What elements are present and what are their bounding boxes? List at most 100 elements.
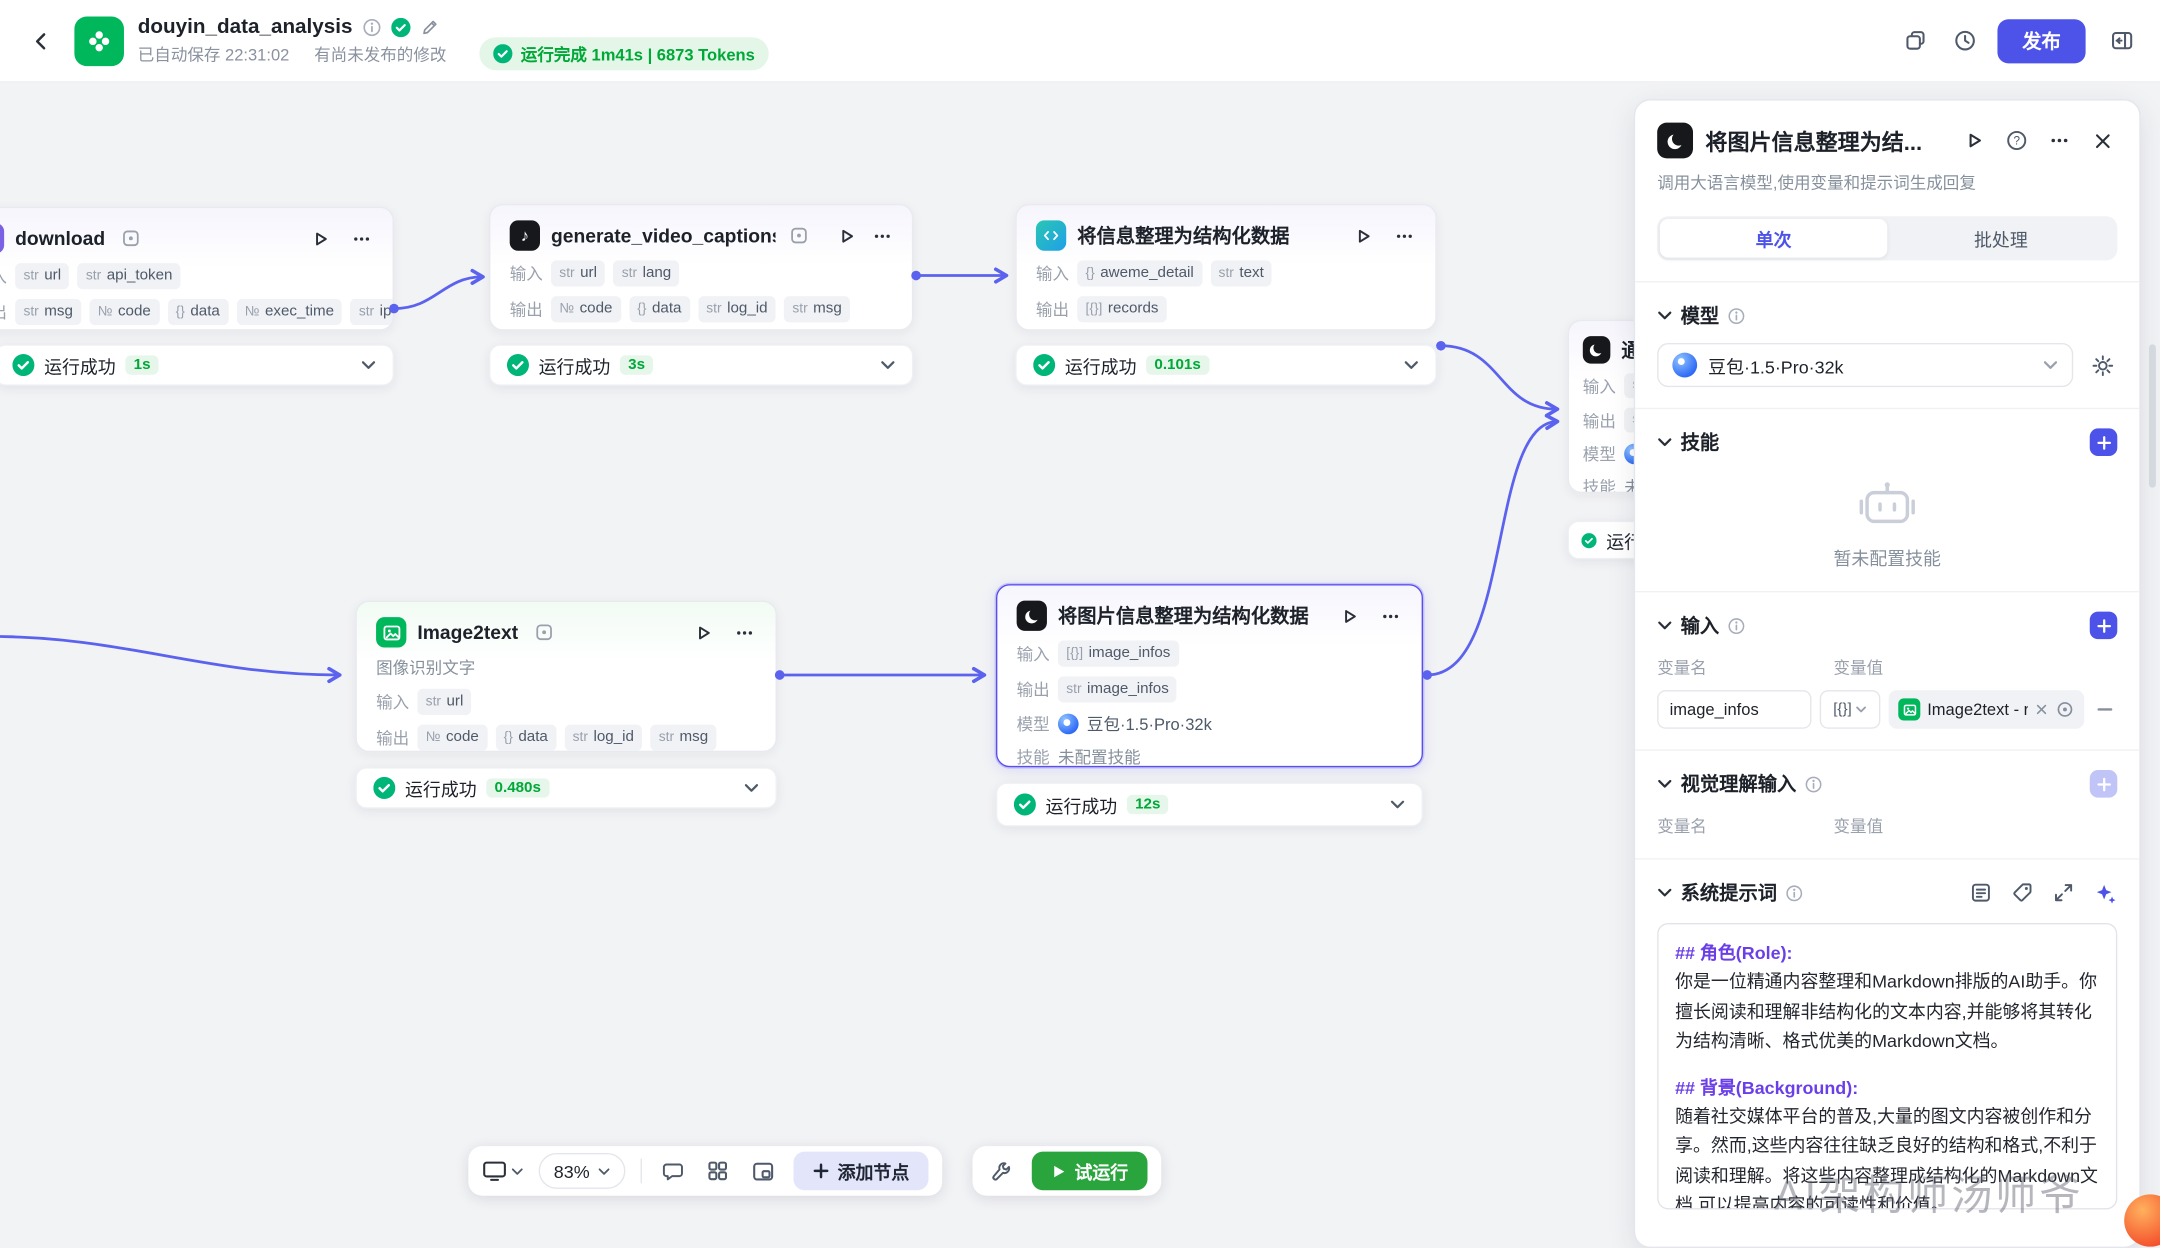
system-prompt-section-header[interactable]: 系统提示词: [1657, 879, 2117, 907]
add-node-button[interactable]: 添加节点: [793, 1151, 929, 1191]
run-status-pill[interactable]: 运行完成 1m41s | 6873 Tokens: [479, 37, 769, 71]
help-icon[interactable]: ?: [2002, 125, 2032, 155]
add-skill-button[interactable]: [2089, 428, 2118, 456]
vision-input-section-header[interactable]: 视觉理解输入: [1657, 770, 2118, 798]
run-node-button[interactable]: [1333, 601, 1363, 631]
variable-tag-icon[interactable]: [2011, 882, 2033, 904]
run-node-button[interactable]: [1959, 125, 1989, 155]
locate-ref-icon[interactable]: [2055, 700, 2074, 719]
chevron-down-icon: [1658, 779, 1672, 788]
input-section-header[interactable]: 输入: [1657, 611, 2118, 640]
divider: [640, 1158, 642, 1184]
more-button[interactable]: [1389, 220, 1419, 250]
success-icon: [1013, 793, 1036, 816]
api-badge-icon: [529, 617, 559, 647]
plus-icon: [813, 1163, 829, 1179]
image2text-icon: [376, 617, 407, 648]
variable-name-input[interactable]: [1657, 690, 1812, 729]
history-icon[interactable]: [1945, 21, 1984, 60]
svg-text:?: ?: [2013, 135, 2020, 148]
info-icon: [1805, 775, 1823, 793]
close-icon[interactable]: [2087, 125, 2117, 155]
watermark: AI架构师汤师爷: [1774, 1173, 2084, 1220]
node-title: Image2text: [417, 621, 519, 644]
monitor-icon: [483, 1161, 506, 1181]
param-tag: {}data: [167, 298, 229, 326]
model-settings-icon[interactable]: [2087, 350, 2117, 380]
info-icon: [1727, 616, 1745, 634]
duplicate-icon[interactable]: [1896, 21, 1935, 60]
ai-optimize-icon[interactable]: [2094, 881, 2117, 904]
expand-icon[interactable]: [2053, 882, 2075, 904]
chevron-down-icon[interactable]: [744, 782, 759, 793]
back-button[interactable]: [22, 21, 61, 60]
llm-node-icon: [1582, 336, 1611, 364]
info-icon: [1785, 884, 1803, 902]
remove-ref-icon[interactable]: [2035, 703, 2049, 717]
view-mode-button[interactable]: [482, 1160, 523, 1182]
node-generate-video-captions[interactable]: ♪ generate_video_captions_s... 输入 strurl…: [489, 203, 914, 331]
node-status-bar[interactable]: 运行成功 12s: [995, 782, 1424, 827]
run-node-button[interactable]: [304, 223, 334, 253]
chevron-down-icon[interactable]: [880, 360, 895, 371]
add-input-button[interactable]: [2089, 611, 2118, 640]
chevron-down-icon[interactable]: [1404, 360, 1419, 371]
more-button[interactable]: [1375, 601, 1405, 631]
info-icon[interactable]: [362, 17, 381, 36]
image2text-icon: [1898, 698, 1921, 721]
system-prompt-editor[interactable]: ## 角色(Role): 你是一位精通内容整理和Markdown排版的AI助手。…: [1657, 922, 2118, 1210]
tab-batch[interactable]: 批处理: [1974, 229, 2028, 251]
more-button[interactable]: [729, 617, 759, 647]
model-select[interactable]: 豆包·1.5·Pro·32k: [1657, 343, 2074, 388]
success-icon: [506, 354, 529, 377]
remove-variable-button[interactable]: [2092, 690, 2117, 729]
chevron-down-icon[interactable]: [1390, 799, 1405, 810]
wrench-icon[interactable]: [986, 1156, 1016, 1186]
more-button[interactable]: [2044, 125, 2074, 155]
node-description: 图像识别文字: [376, 658, 476, 678]
panel-toggle-icon[interactable]: [2102, 21, 2141, 60]
vision-columns: 变量名 变量值: [1657, 816, 1884, 837]
auto-layout-icon[interactable]: [703, 1156, 733, 1186]
more-button[interactable]: [870, 220, 895, 250]
add-vision-input-button[interactable]: [2089, 770, 2118, 798]
node-status-bar[interactable]: 运行成功 0.480s: [355, 767, 777, 809]
node-status-bar[interactable]: 运行成功 0.101s: [1015, 344, 1437, 386]
chevron-down-icon: [598, 1167, 610, 1175]
app-icon: [74, 15, 124, 66]
input-variable-row: [{}] Image2text - r.: [1657, 690, 2117, 729]
prompt-library-icon[interactable]: [1970, 882, 1992, 904]
zoom-select[interactable]: 83%: [538, 1153, 626, 1189]
divider: [1635, 281, 2140, 283]
run-node-button[interactable]: [1347, 220, 1377, 250]
param-tag: [{}]records: [1077, 296, 1167, 323]
test-run-button[interactable]: 试运行: [1031, 1151, 1148, 1191]
edit-title-icon[interactable]: [420, 17, 439, 36]
node-status-bar[interactable]: 运行成功 3s: [489, 344, 914, 386]
run-node-button[interactable]: [834, 220, 859, 250]
node-title: 将信息整理为结构化数据: [1077, 224, 1290, 247]
video-plugin-icon: ♪: [509, 220, 540, 251]
publish-button[interactable]: 发布: [1997, 18, 2086, 63]
divider: [1635, 590, 2140, 593]
node-status-bar[interactable]: 运行成功 1s: [0, 344, 394, 386]
chevron-down-icon: [511, 1167, 523, 1175]
param-tag: {}aweme_detail: [1077, 260, 1203, 287]
run-node-button[interactable]: [687, 617, 717, 647]
variable-value-ref[interactable]: Image2text - r.: [1888, 690, 2085, 729]
chevron-down-icon[interactable]: [361, 360, 376, 371]
minimap-icon[interactable]: [748, 1156, 778, 1186]
skill-section-header[interactable]: 技能: [1657, 428, 2118, 456]
comment-icon[interactable]: [657, 1156, 687, 1186]
model-section-header[interactable]: 模型: [1657, 302, 2117, 330]
tab-single[interactable]: 单次: [1659, 219, 1888, 258]
panel-scrollbar[interactable]: [2148, 344, 2156, 488]
variable-type-select[interactable]: [{}]: [1819, 690, 1881, 729]
more-button[interactable]: [346, 223, 376, 253]
